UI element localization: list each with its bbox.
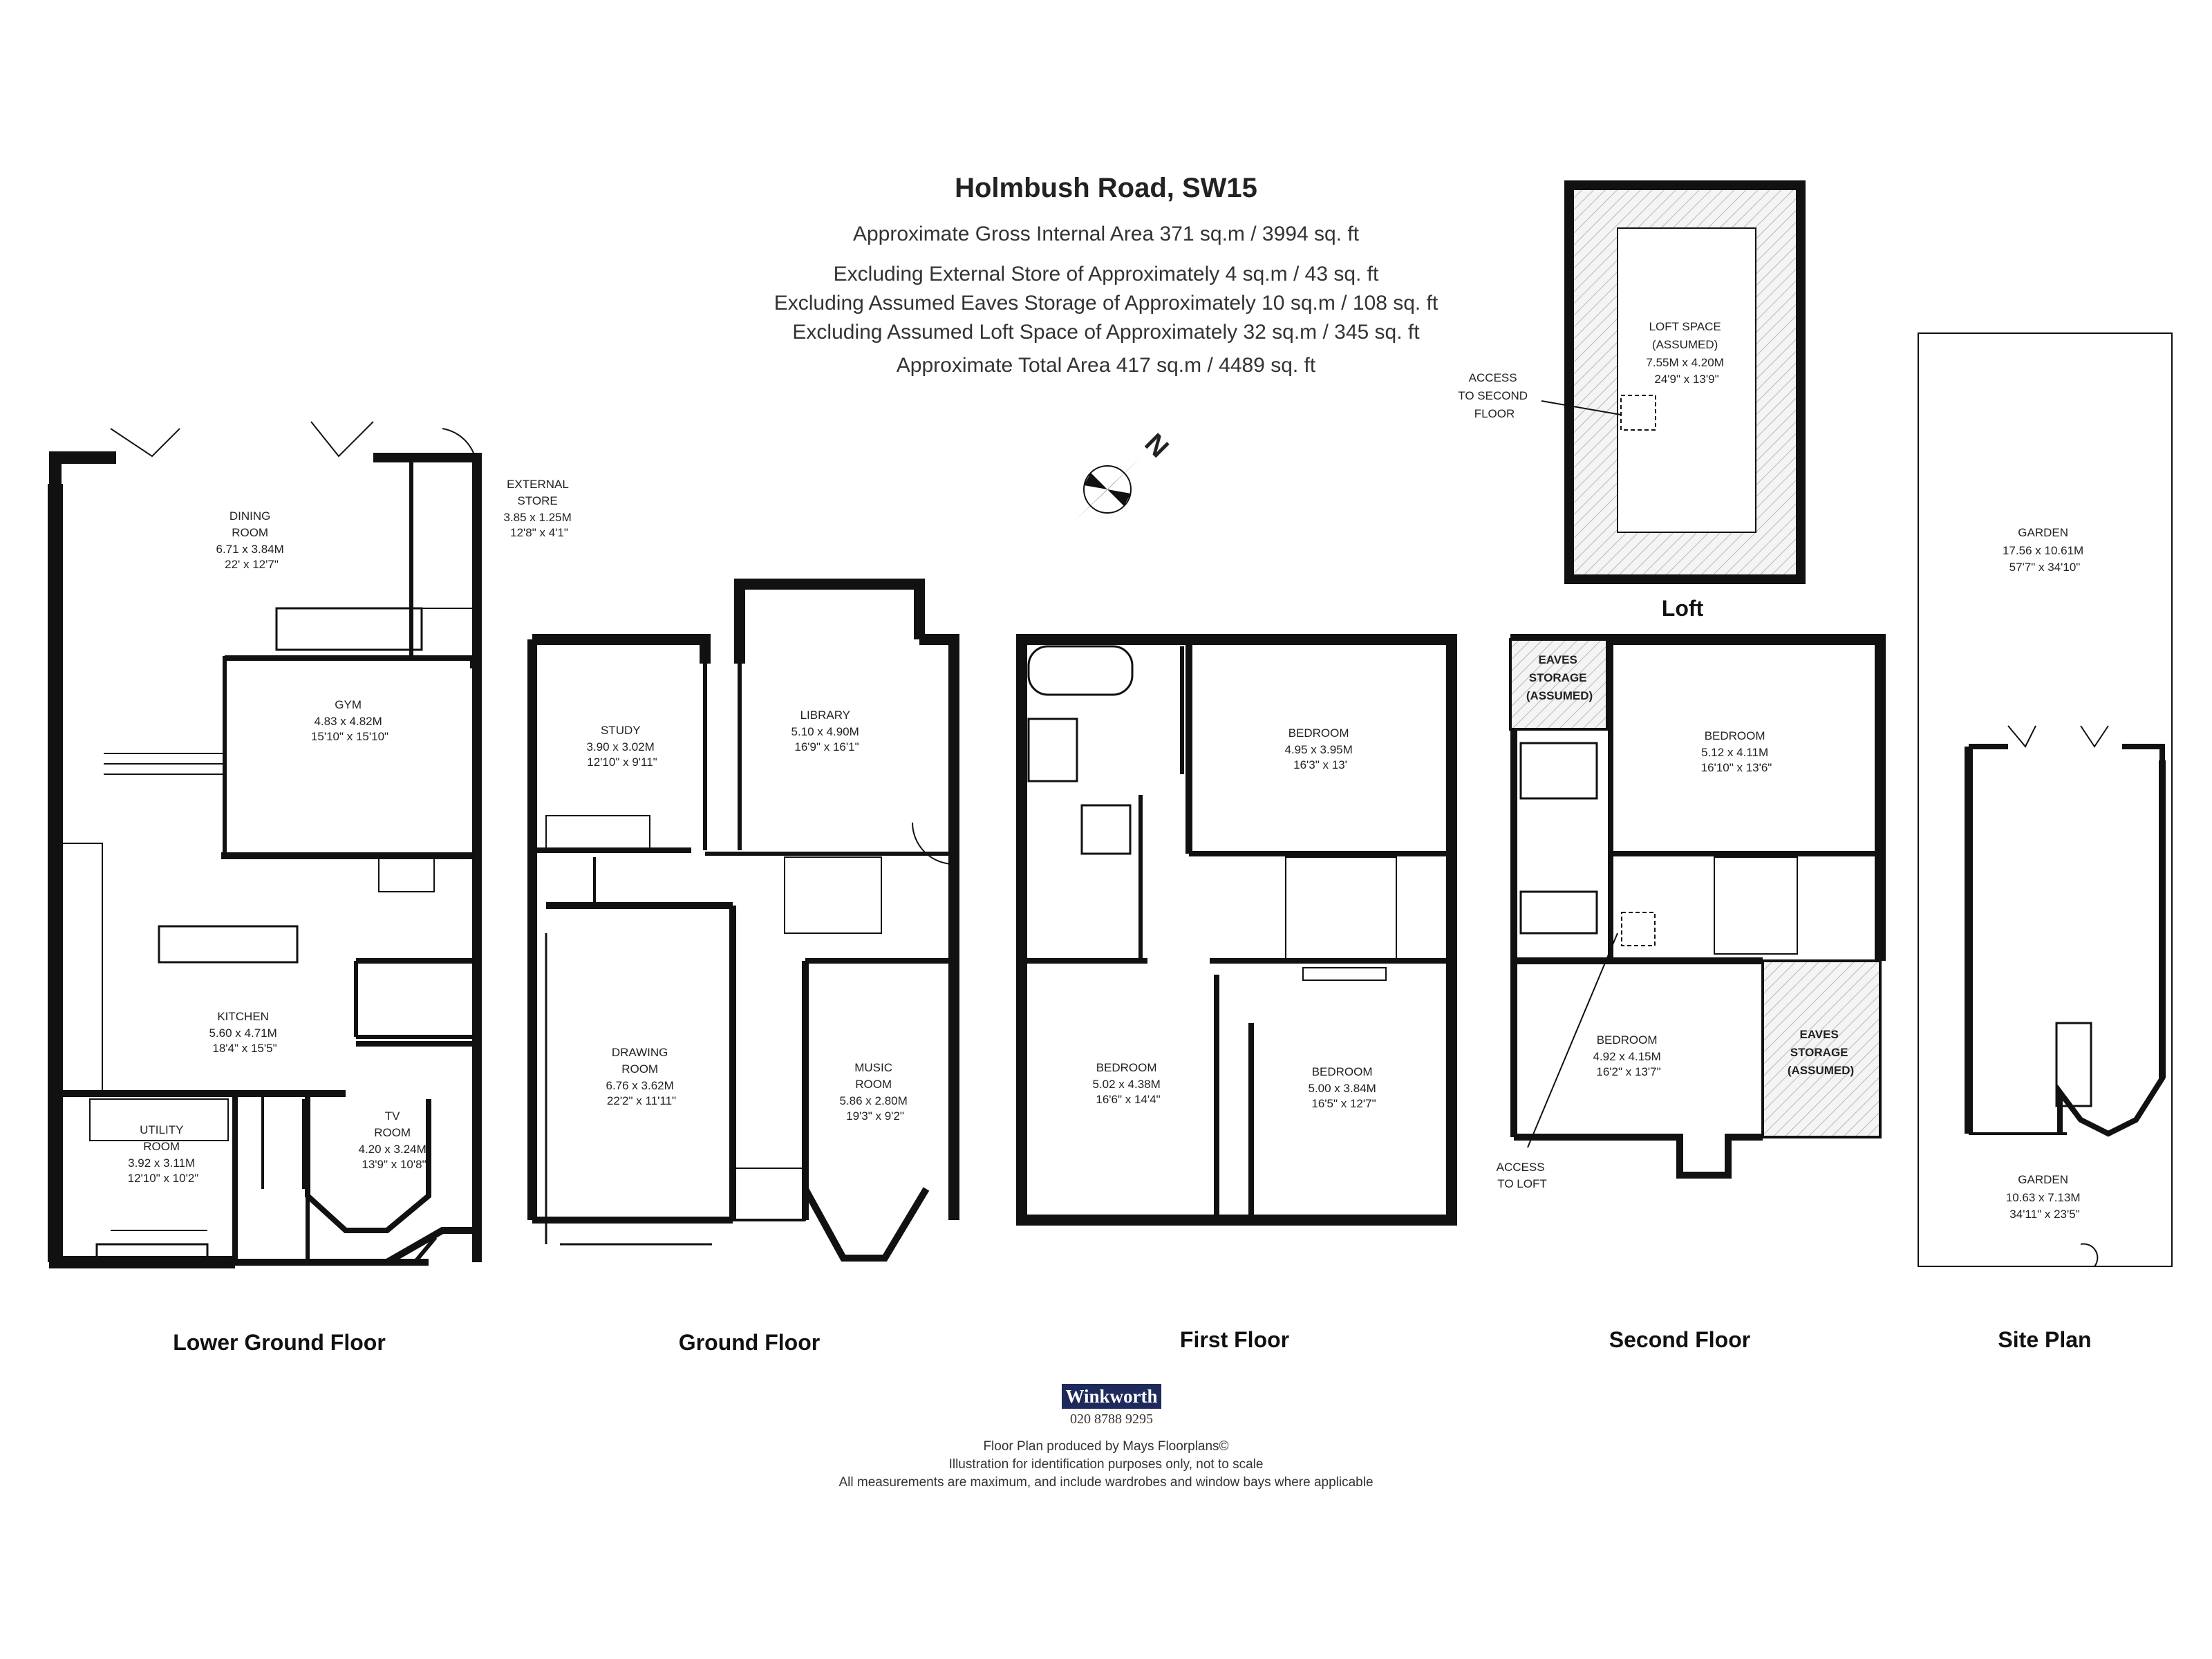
- external-store-area: Excluding External Store of Approximatel…: [833, 263, 1379, 285]
- external-store-label: EXTERNAL STORE 3.85 x 1.25M 12'8" x 4'1": [503, 478, 574, 539]
- north-compass-icon: N: [1074, 428, 1174, 521]
- winkworth-logo: Winkworth: [1062, 1384, 1161, 1409]
- kitchen-label: KITCHEN 5.60 x 4.71M 18'4" x 15'5": [209, 1010, 280, 1055]
- agent-phone: 020 8788 9295: [1070, 1412, 1153, 1427]
- second-floor-bedroom-a-label: BEDROOM 5.12 x 4.11M 16'10" x 13'6": [1701, 729, 1772, 774]
- loft-space-area: Excluding Assumed Loft Space of Approxim…: [792, 321, 1420, 344]
- dining-room-label: DINING ROOM 6.71 x 3.84M 22' x 12'7": [216, 509, 287, 571]
- first-floor-bedroom-c-label: BEDROOM 5.00 x 3.84M 16'5" x 12'7": [1308, 1065, 1379, 1110]
- eaves-storage-2-label: EAVES STORAGE (ASSUMED): [1788, 1028, 1854, 1077]
- lower-ground-floor-plan: [48, 421, 482, 1268]
- footer-disclaimer: Illustration for identification purposes…: [948, 1457, 1264, 1472]
- property-title: Holmbush Road, SW15: [955, 173, 1257, 203]
- footer-measurements-note: All measurements are maximum, and includ…: [838, 1475, 1374, 1490]
- second-floor-bedroom-b-label: BEDROOM 4.92 x 4.15M 16'2" x 13'7": [1593, 1033, 1664, 1078]
- gross-internal-area: Approximate Gross Internal Area 371 sq.m…: [852, 223, 1360, 245]
- tv-room-label: TV ROOM 4.20 x 3.24M 13'9" x 10'8": [358, 1109, 429, 1171]
- loft-caption: Loft: [1661, 596, 1704, 621]
- ground-floor-caption: Ground Floor: [678, 1330, 821, 1355]
- site-plan-caption: Site Plan: [1998, 1327, 2092, 1352]
- front-garden-label: GARDEN 10.63 x 7.13M 34'11" x 23'5": [2006, 1173, 2083, 1221]
- footer-credit: Floor Plan produced by Mays Floorplans©: [983, 1439, 1229, 1454]
- first-floor-caption: First Floor: [1179, 1327, 1290, 1352]
- ground-floor-plan: [527, 579, 959, 1262]
- first-floor-bedroom-b-label: BEDROOM 5.02 x 4.38M 16'6" x 14'4": [1092, 1061, 1163, 1106]
- rear-garden-label: GARDEN 17.56 x 10.61M 57'7" x 34'10": [2003, 526, 2087, 574]
- drawing-room-label: DRAWING ROOM 6.76 x 3.62M 22'2" x 11'11": [606, 1046, 677, 1107]
- music-room-label: MUSIC ROOM 5.86 x 2.80M 19'3" x 9'2": [839, 1061, 910, 1123]
- lower-ground-floor-caption: Lower Ground Floor: [173, 1330, 386, 1355]
- second-floor-caption: Second Floor: [1609, 1327, 1751, 1352]
- room-labels: DINING ROOM 6.71 x 3.84M 22' x 12'7" EXT…: [128, 320, 2087, 1221]
- total-area: Approximate Total Area 417 sq.m / 4489 s…: [896, 354, 1316, 377]
- eaves-storage-area: Excluding Assumed Eaves Storage of Appro…: [774, 292, 1438, 315]
- compass-north-label: N: [1138, 428, 1174, 464]
- first-floor-bedroom-a-label: BEDROOM 4.95 x 3.95M 16'3" x 13': [1284, 727, 1356, 771]
- library-label: LIBRARY 5.10 x 4.90M 16'9" x 16'1": [791, 709, 862, 753]
- gym-label: GYM 4.83 x 4.82M 15'10" x 15'10": [311, 698, 388, 743]
- eaves-storage-1-label: EAVES STORAGE (ASSUMED): [1526, 653, 1593, 702]
- site-plan: [1918, 332, 2173, 1267]
- access-to-loft-label: ACCESS TO LOFT: [1497, 1161, 1548, 1190]
- first-floor-plan: [1016, 634, 1457, 1226]
- access-to-second-floor-label: ACCESS TO SECOND FLOOR: [1458, 371, 1531, 420]
- study-label: STUDY 3.90 x 3.02M 12'10" x 9'11": [586, 724, 657, 769]
- utility-room-label: UTILITY ROOM 3.92 x 3.11M 12'10" x 10'2": [128, 1123, 199, 1185]
- loft-plan: [1541, 180, 1806, 584]
- loft-space-label: LOFT SPACE (ASSUMED) 7.55M x 4.20M 24'9"…: [1646, 320, 1727, 386]
- second-floor-plan: [1509, 634, 1886, 1179]
